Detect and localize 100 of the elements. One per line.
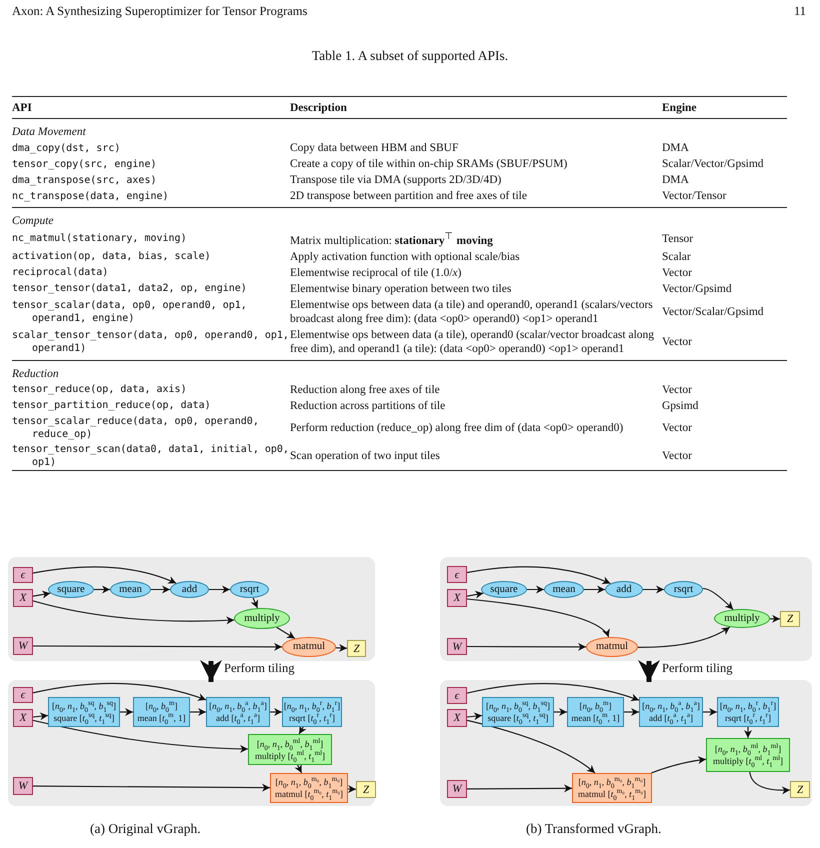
tiled-operation-box xyxy=(717,697,779,727)
arrow xyxy=(32,590,50,598)
node-text: multiply [t$_{0}$$^{ml}$, t$_{1}$$^{ml}$] xyxy=(712,755,784,767)
node-text: square xyxy=(57,584,85,596)
arrow xyxy=(466,720,596,774)
node-text: W xyxy=(18,640,28,652)
arrow xyxy=(190,708,206,716)
description-text: Apply activation function with optional scale/bias xyxy=(290,250,521,264)
page-number: 11 xyxy=(794,4,806,19)
node-text: [n$_{0}$, n$_{1}$, b$_{0}$$^{sq}$, b$_{1}$$^{sq}$] xyxy=(486,700,550,712)
operation-ellipse xyxy=(481,581,527,598)
description-text: Matrix multiplication: stationary$^{⊤}$ moving xyxy=(290,230,494,248)
engine-name: DMA xyxy=(662,173,690,187)
api-signature: nc_transpose(data, engine) xyxy=(12,190,170,202)
arrow xyxy=(32,682,206,702)
node-text: ϵ xyxy=(454,690,460,702)
engine-name: Vector/Scalar/Gpsimd xyxy=(662,304,765,319)
description-text: Copy data between HBM and SBUF xyxy=(290,141,460,155)
figure-caption: (b) Transformed vGraph. xyxy=(526,821,662,837)
tiled-operation-box xyxy=(639,697,703,727)
engine-name: Vector xyxy=(662,420,694,435)
arrow xyxy=(209,586,230,594)
output-box xyxy=(356,781,376,798)
tiled-operation-box xyxy=(482,697,554,727)
arrow xyxy=(466,683,640,702)
operation-ellipse xyxy=(714,609,770,628)
input-box xyxy=(13,687,33,703)
arrow xyxy=(32,600,234,624)
output-box xyxy=(347,640,366,657)
api-signature: activation(op, data, bias, scale) xyxy=(12,250,212,264)
engine-name: Vector/Gpsimd xyxy=(662,282,733,296)
column-header: Description xyxy=(290,101,348,115)
node-text: X xyxy=(20,712,26,724)
operation-ellipse xyxy=(586,637,638,657)
node-text: multiply xyxy=(244,612,280,624)
arrow xyxy=(250,598,258,608)
arrow xyxy=(527,586,544,594)
arrow xyxy=(270,708,282,716)
section-heading: Compute xyxy=(12,215,54,227)
description-text: Elementwise reciprocal of tile (1.0/x) xyxy=(290,266,462,280)
api-signature: dma_transpose(src, axes) xyxy=(12,174,158,186)
arrow xyxy=(94,586,110,594)
node-text: X xyxy=(20,592,26,604)
node-text: mean [t$_{0}$$^{m}$, 1] xyxy=(571,712,620,724)
node-text: ϵ xyxy=(454,568,460,580)
arrow xyxy=(298,725,307,734)
api-signature: scalar_tensor_tensor(data, op0, operand0, op1, operand1) xyxy=(12,328,290,355)
graph-panel xyxy=(8,680,375,806)
graph-panel xyxy=(440,557,812,661)
arrow xyxy=(466,590,484,599)
operation-ellipse xyxy=(282,637,336,657)
tiled-operation-box xyxy=(572,773,652,803)
api-signature: reciprocal(data) xyxy=(12,266,110,280)
engine-name: Scalar/Vector/Gpsimd xyxy=(662,157,765,171)
edge-label: Perform tiling xyxy=(660,661,734,676)
operation-ellipse xyxy=(170,581,209,598)
arrow xyxy=(120,708,133,716)
arrow xyxy=(32,720,248,753)
node-text: add xyxy=(616,584,632,596)
input-box xyxy=(13,777,33,795)
arrow xyxy=(276,626,296,639)
graph-panel xyxy=(8,557,375,661)
node-text: mean xyxy=(552,584,576,596)
node-text: Z xyxy=(786,613,794,625)
input-box xyxy=(13,589,33,607)
running-header: Axon: A Synthesizing Superoptimizer for Tensor Programs xyxy=(12,4,308,19)
node-text: matmul [t$_{0}$$^{m₀}$, t$_{1}$$^{m₀}$] xyxy=(578,788,646,800)
table-caption: Table 1. A subset of supported APIs. xyxy=(310,48,510,64)
tiled-operation-box xyxy=(133,697,190,727)
column-header: Engine xyxy=(662,101,698,115)
node-text: add [t$_{0}$$^{a}$, t$_{1}$$^{a}$] xyxy=(216,712,260,724)
node-text: mean xyxy=(119,584,142,596)
arrow xyxy=(32,566,176,584)
arrow xyxy=(584,586,605,594)
engine-name: Vector/Tensor xyxy=(662,189,728,203)
node-text: add xyxy=(182,584,198,596)
api-signature: tensor_tensor_scan(data0, data1, initial, op0, op1) xyxy=(12,442,290,469)
node-text: X xyxy=(454,712,460,724)
graph-panel xyxy=(440,680,812,806)
arrow xyxy=(702,588,734,610)
input-box xyxy=(447,687,467,704)
node-text: [n$_{0}$, n$_{1}$, b$_{0}$$^{ml}$, b$_{1}$$^{ml}$] xyxy=(714,743,782,755)
node-text: rsqrt xyxy=(674,584,694,596)
node-text: [n$_{0}$, n$_{1}$, b$_{0}$$^{sq}$, b$_{1}$$^{sq}$] xyxy=(52,700,116,712)
node-text: multiply xyxy=(724,612,760,624)
description-text: Create a copy of tile within on-chip SRAMs (SBUF/PSUM) xyxy=(290,157,568,171)
description-text: Transpose tile via DMA (supports 2D/3D/4D) xyxy=(290,173,502,187)
tiled-operation-box xyxy=(248,734,332,765)
arrow xyxy=(33,784,270,792)
arrow xyxy=(33,642,282,651)
tiled-operation-box xyxy=(282,697,342,727)
node-text: matmul xyxy=(292,641,326,653)
node-text: rsqrt xyxy=(240,584,260,596)
arrow xyxy=(554,708,567,716)
node-text: mean [t$_{0}$$^{m}$, 1] xyxy=(137,712,186,724)
output-box xyxy=(780,611,800,627)
node-text: ϵ xyxy=(20,689,26,701)
description-text: Scan operation of two input tiles xyxy=(290,448,441,463)
node-text: multiply [t$_{0}$$^{ml}$, t$_{1}$$^{ml}$] xyxy=(254,750,326,762)
engine-name: Gpsimd xyxy=(662,398,700,413)
